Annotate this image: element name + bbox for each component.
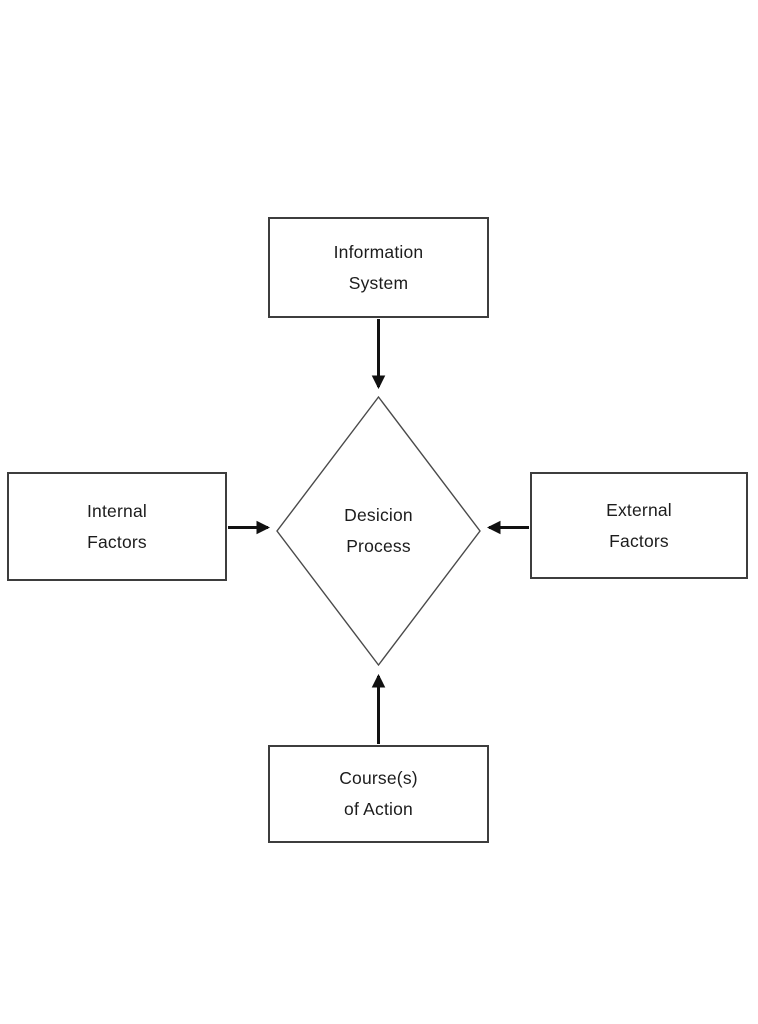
node-external-factors-label: External Factors xyxy=(606,499,672,551)
node-courses-of-action-label: Course(s) of Action xyxy=(339,768,418,819)
node-information-system-label: Information System xyxy=(333,241,424,293)
decision-diamond-shape xyxy=(276,395,481,667)
node-information-system: Information System xyxy=(268,217,489,318)
node-internal-factors-label: Internal Factors xyxy=(87,500,147,552)
node-external-factors: External Factors xyxy=(530,472,748,579)
node-internal-factors: Internal Factors xyxy=(7,472,227,581)
node-courses-of-action: Course(s) of Action xyxy=(268,745,489,843)
